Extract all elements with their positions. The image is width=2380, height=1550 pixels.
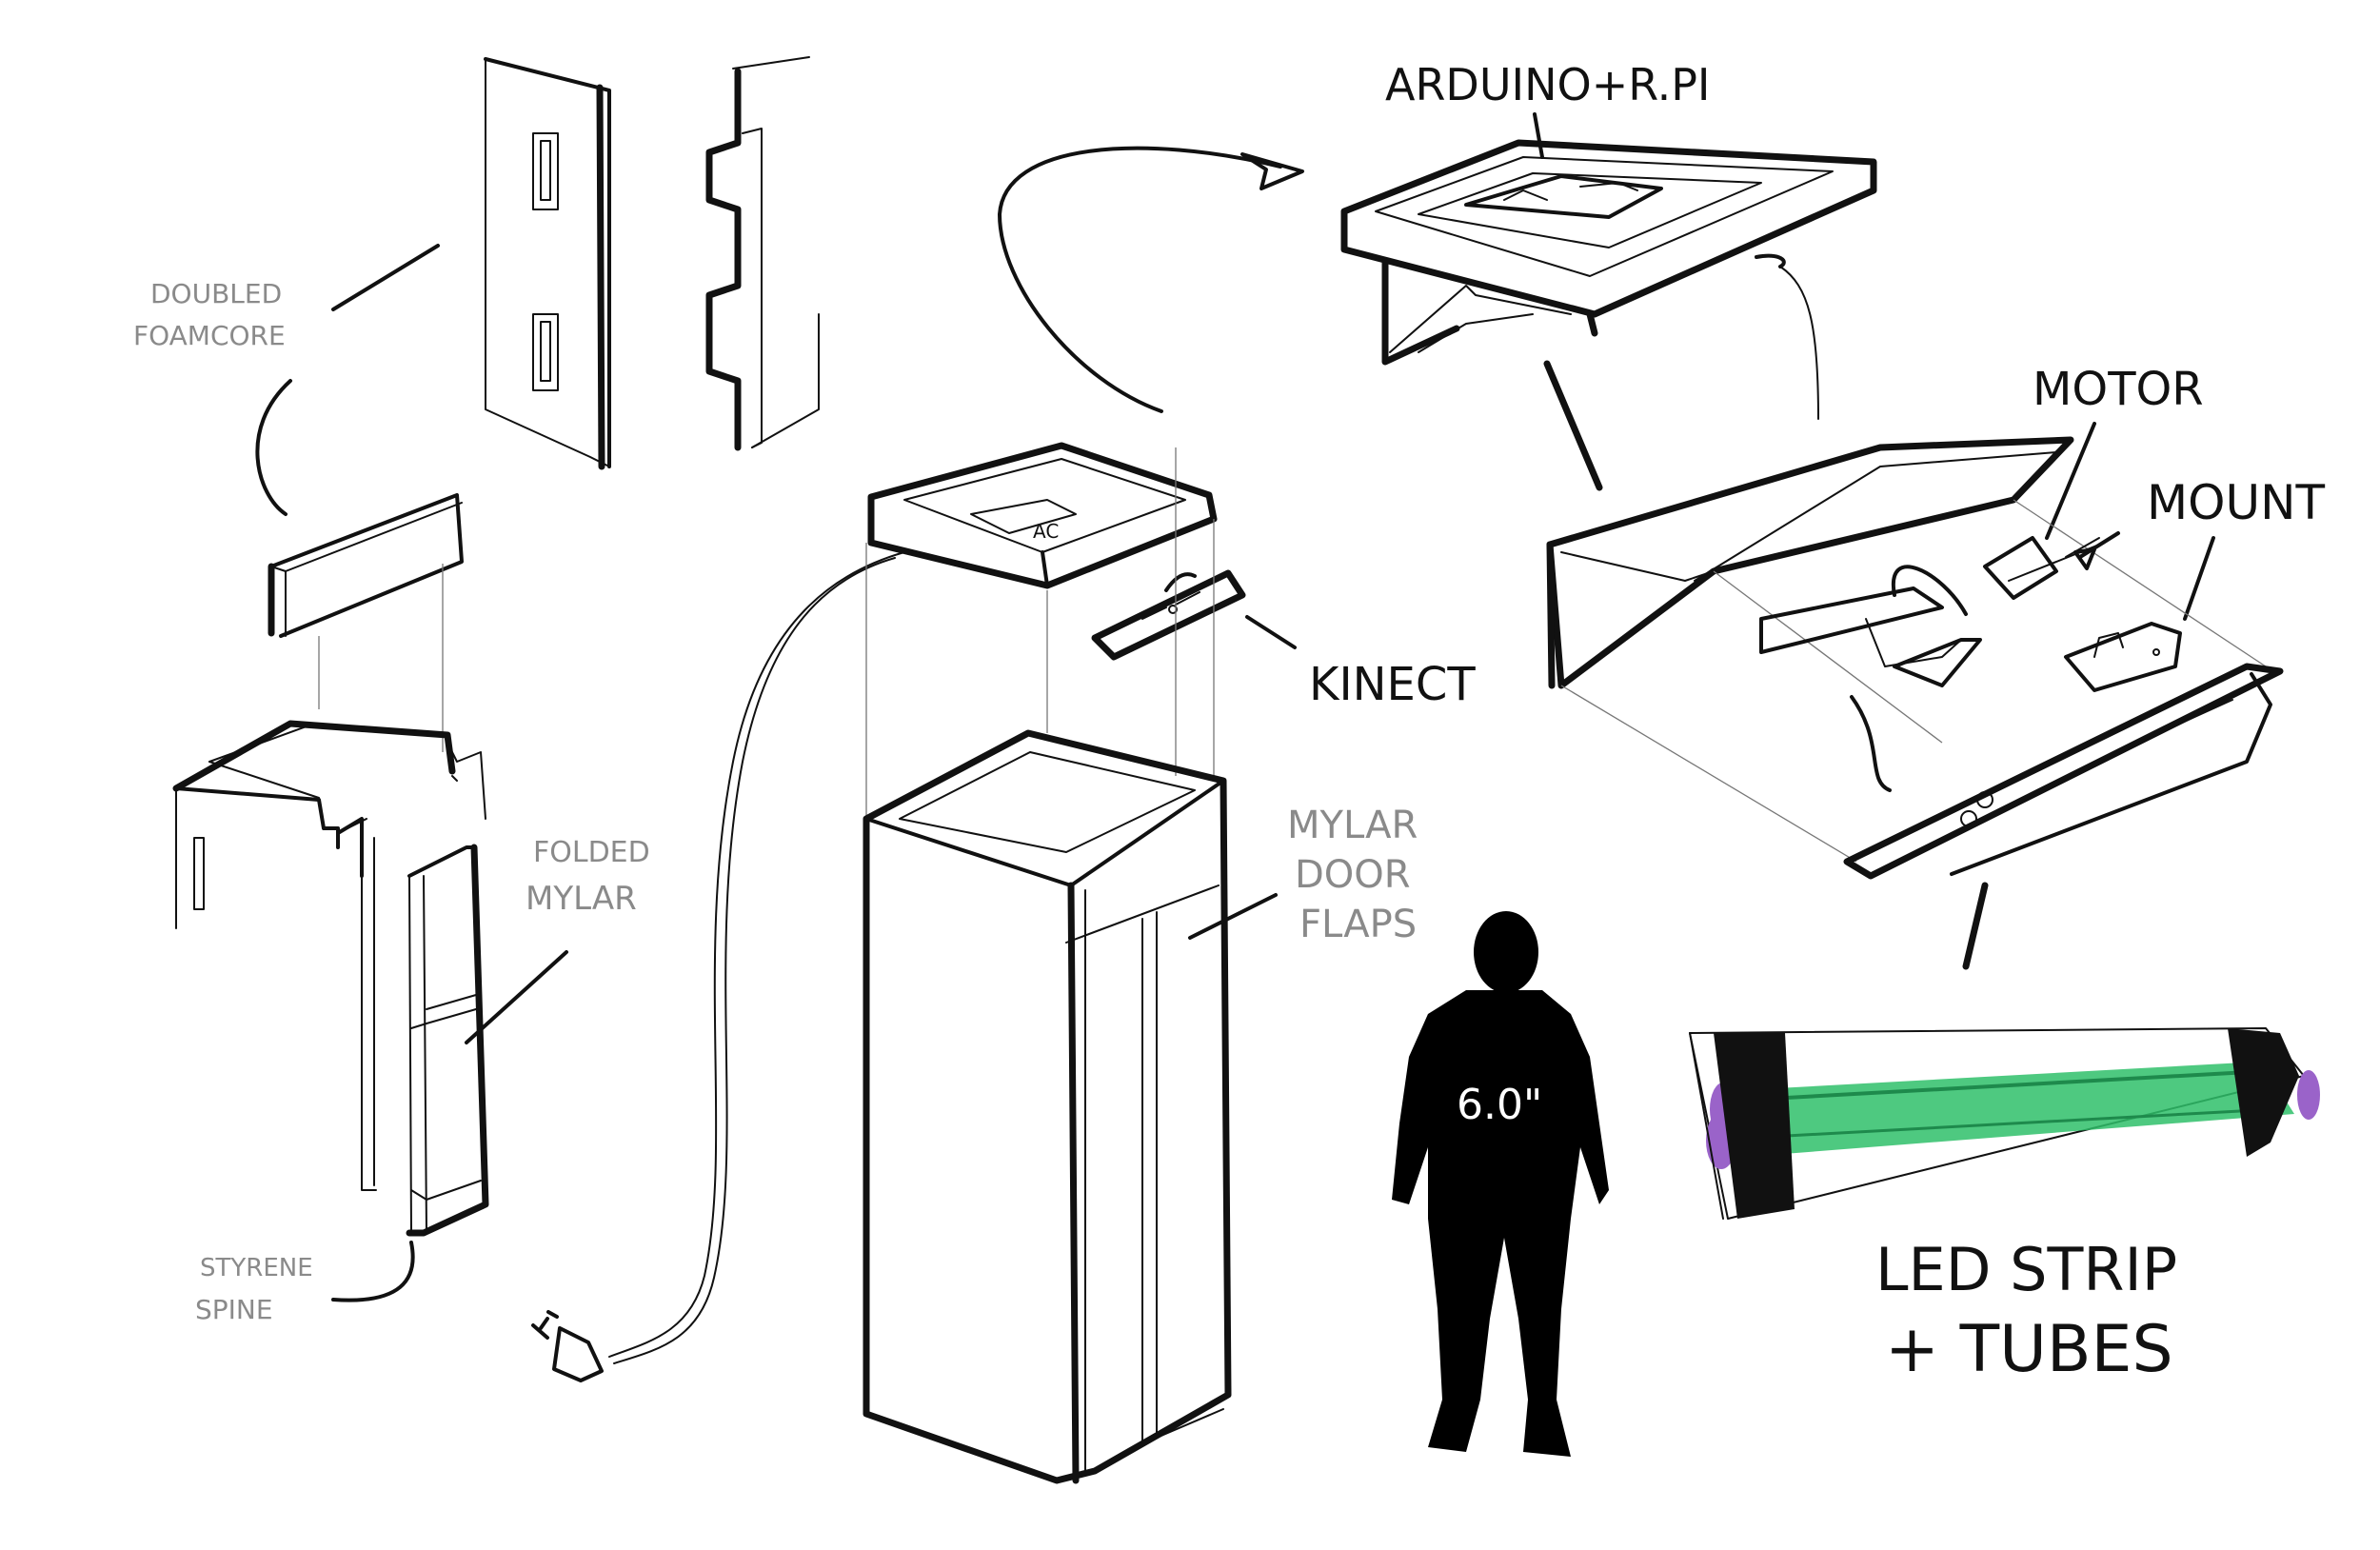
- label-mylar-door-flaps-2: DOOR: [1295, 853, 1411, 897]
- human-silhouette: 6.0": [1392, 911, 1609, 1457]
- tower-body: [866, 733, 1228, 1480]
- label-tubes: + TUBES: [1885, 1312, 2173, 1387]
- tower-top-tray: AC: [871, 446, 1214, 586]
- arrowhead-top-module: [1242, 154, 1302, 189]
- folded-mylar-panel: [409, 847, 486, 1233]
- label-doubled: DOUBLED: [150, 278, 282, 309]
- beam-piece: [271, 495, 462, 636]
- arrow-tray-to-housing: [1547, 364, 1599, 487]
- label-mylar-left: MYLAR: [526, 880, 637, 918]
- label-styrene: STYRENE: [200, 1254, 313, 1282]
- mount-bracket: [2066, 624, 2180, 690]
- label-height: 6.0": [1457, 1081, 1542, 1129]
- open-box-frame: [176, 724, 486, 1190]
- housing-cable: [1852, 697, 1890, 790]
- leader-mount: [2185, 538, 2213, 619]
- motor-and-bracket: [1761, 533, 2118, 686]
- arc-foamcore-to-beam: [257, 381, 290, 514]
- led-tube-assembly: [1690, 1028, 2320, 1219]
- label-spine: SPINE: [195, 1294, 273, 1325]
- foamcore-panel-tabbed: [709, 57, 819, 447]
- label-arduino-rpi: ARDUINO+R.PI: [1385, 59, 1711, 110]
- kinect-sensor: [1095, 573, 1242, 657]
- leader-styrene-spine: [333, 1242, 413, 1301]
- power-cord: [609, 552, 904, 1363]
- label-foamcore: FOAMCORE: [133, 320, 286, 351]
- electronics-tray: [1344, 143, 1874, 419]
- label-led-strip: LED STRIP: [1875, 1235, 2177, 1304]
- svg-text:AC: AC: [1033, 520, 1059, 543]
- label-kinect: KINECT: [1309, 658, 1476, 711]
- foamcore-panel-slotted: [486, 59, 609, 467]
- leader-doubled-foamcore: [333, 246, 438, 309]
- leader-mylar-door-flaps: [1190, 895, 1276, 938]
- label-mylar-door-flaps-3: FLAPS: [1299, 903, 1417, 946]
- led-tube-rail: [1847, 666, 2280, 876]
- label-folded: FOLDED: [533, 836, 650, 869]
- label-mount: MOUNT: [2147, 475, 2325, 530]
- label-motor: MOTOR: [2033, 363, 2204, 416]
- leader-kinect: [1247, 617, 1295, 647]
- power-plug: [533, 1312, 602, 1381]
- label-mylar-door-flaps-1: MYLAR: [1287, 804, 1418, 847]
- arrow-rail-to-tube: [1966, 885, 1985, 966]
- curved-arrow-to-top-module: [1000, 149, 1280, 411]
- leader-arduino-rpi: [1535, 114, 1542, 157]
